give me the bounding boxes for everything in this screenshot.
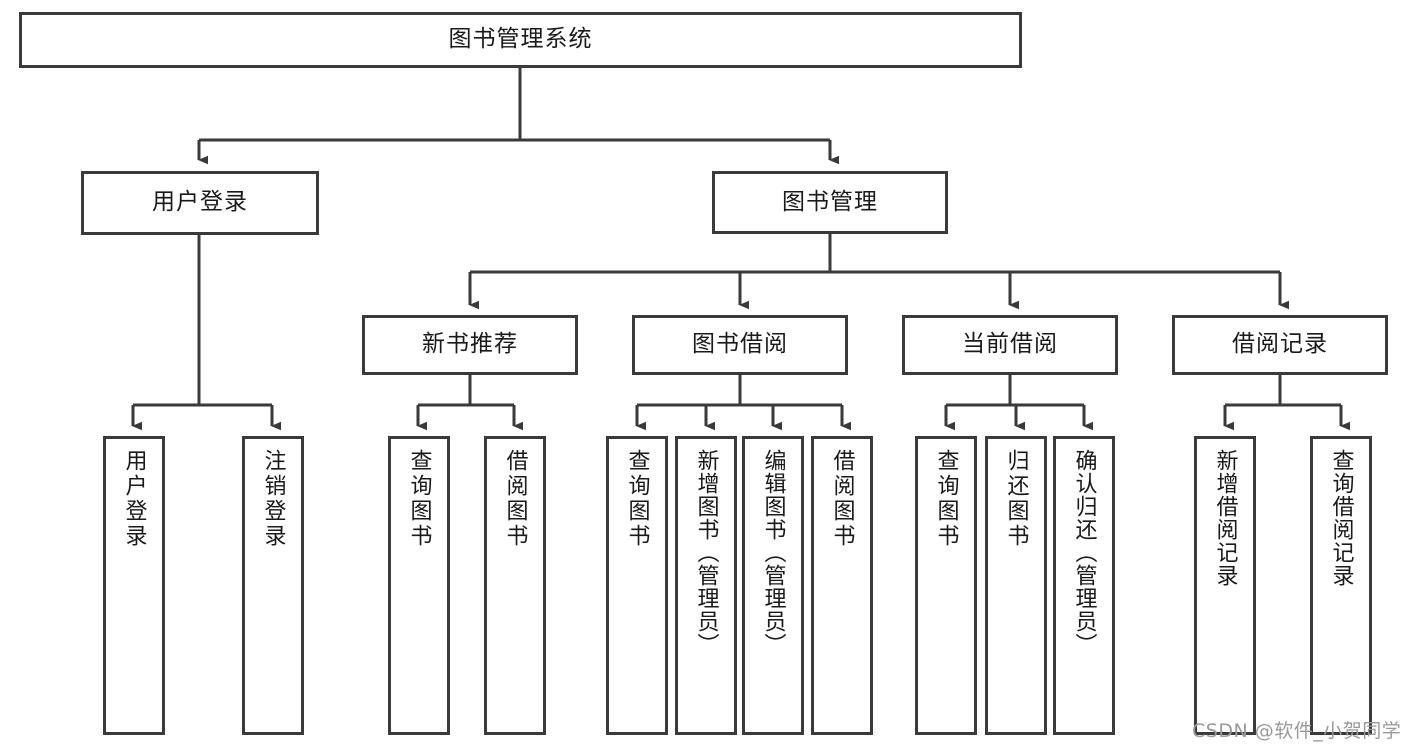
node-current-borrow[interactable]: 当前借阅 xyxy=(902,315,1118,375)
node-book-borrow[interactable]: 图书借阅 xyxy=(632,315,848,375)
node-label: 新增借阅记录 xyxy=(1212,449,1238,587)
node-leaf-query-book-current[interactable]: 查询图书 xyxy=(915,436,977,735)
node-leaf-borrow-book-recommend[interactable]: 借阅图书 xyxy=(484,436,546,735)
node-label: 借阅图书 xyxy=(829,449,855,549)
node-label: 查询图书 xyxy=(406,449,432,549)
node-leaf-confirm-return-admin[interactable]: 确认归还（管理员） xyxy=(1053,436,1115,735)
node-leaf-logout[interactable]: 注销登录 xyxy=(242,436,304,735)
node-leaf-add-book-admin[interactable]: 新增图书（管理员） xyxy=(675,436,737,735)
node-leaf-edit-book-admin[interactable]: 编辑图书（管理员） xyxy=(742,436,804,735)
node-label: 归还图书 xyxy=(1003,449,1029,549)
node-label: 确认归还（管理员） xyxy=(1071,449,1097,656)
node-label: 当前借阅 xyxy=(962,331,1058,358)
node-user-login[interactable]: 用户登录 xyxy=(81,171,319,235)
node-new-book-recommend[interactable]: 新书推荐 xyxy=(362,315,578,375)
node-label: 查询图书 xyxy=(933,449,959,549)
node-label: 图书管理系统 xyxy=(448,26,593,53)
node-label: 借阅记录 xyxy=(1232,331,1328,358)
node-borrow-record[interactable]: 借阅记录 xyxy=(1172,315,1388,375)
node-leaf-query-book-recommend[interactable]: 查询图书 xyxy=(388,436,450,735)
node-leaf-borrow-book[interactable]: 借阅图书 xyxy=(811,436,873,735)
node-label: 查询图书 xyxy=(624,449,650,549)
node-leaf-query-borrow-record[interactable]: 查询借阅记录 xyxy=(1310,436,1372,735)
node-label: 借阅图书 xyxy=(502,449,528,549)
node-label: 新增图书（管理员） xyxy=(693,449,719,656)
node-book-management[interactable]: 图书管理 xyxy=(712,171,948,234)
node-leaf-add-borrow-record[interactable]: 新增借阅记录 xyxy=(1194,436,1256,735)
node-leaf-user-login[interactable]: 用户登录 xyxy=(103,436,165,735)
node-label: 编辑图书（管理员） xyxy=(760,449,786,656)
node-label: 新书推荐 xyxy=(422,331,518,358)
node-label: 用户登录 xyxy=(152,189,248,216)
csdn-watermark: CSDN @软件_小贺同学 xyxy=(1192,720,1402,742)
node-label: 图书借阅 xyxy=(692,331,788,358)
node-label: 图书管理 xyxy=(782,188,878,215)
node-label: 查询借阅记录 xyxy=(1328,449,1354,587)
node-leaf-return-book[interactable]: 归还图书 xyxy=(985,436,1047,735)
node-label: 注销登录 xyxy=(260,449,286,549)
node-leaf-query-book-borrow[interactable]: 查询图书 xyxy=(606,436,668,735)
node-label: 用户登录 xyxy=(121,449,147,549)
node-root-book-management-system[interactable]: 图书管理系统 xyxy=(19,12,1022,68)
